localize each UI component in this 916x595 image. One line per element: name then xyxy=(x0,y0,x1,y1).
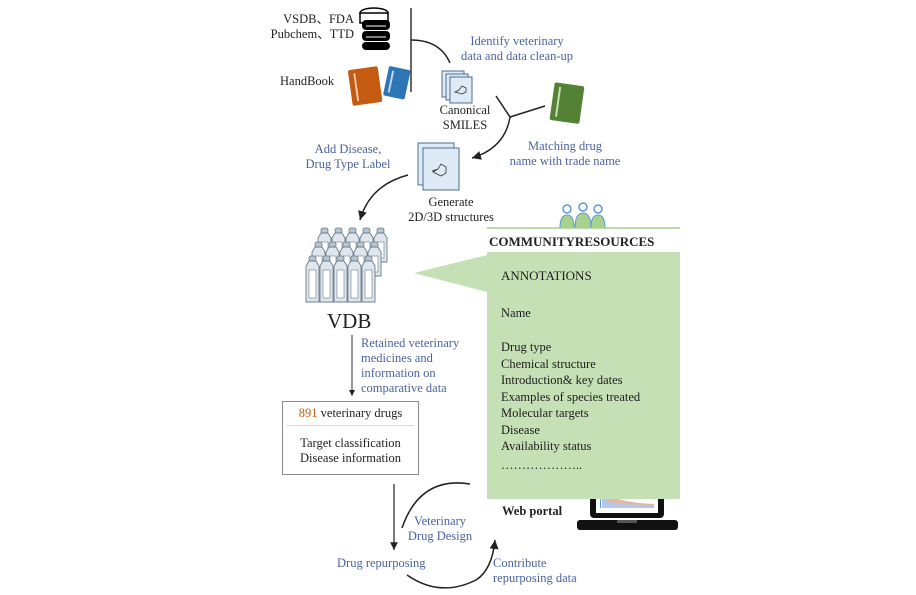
identify-line-2: data and data clean-up xyxy=(460,49,574,63)
community-resources-title: COMMUNITYRESOURCES xyxy=(489,234,655,249)
drug-count: 891 xyxy=(298,406,318,420)
retained-line-1: Retained veterinary xyxy=(361,336,460,350)
drug-count-line: 891 veterinary drugs xyxy=(287,406,414,426)
matching-line-2: name with trade name xyxy=(509,154,621,168)
retained-line-3: information on xyxy=(361,366,436,380)
structure-document-icon xyxy=(417,142,460,191)
add-label-line-2: Drug Type Label xyxy=(305,157,391,171)
contribute-line-1: Contribute xyxy=(493,556,547,570)
trade-name-book-icon xyxy=(549,82,585,124)
databases-line-1: VSDB、FDA xyxy=(283,12,354,26)
vdb-label: VDB xyxy=(327,309,372,333)
annotation-item: Chemical structure xyxy=(501,356,596,371)
drug-design-line-2: Drug Design xyxy=(407,529,473,543)
retained-line-4: comparative data xyxy=(361,381,447,395)
drug-summary-box: 891 veterinary drugs Target classificati… xyxy=(282,401,419,475)
vial xyxy=(319,255,334,303)
annotation-item: Availability status xyxy=(501,439,592,453)
canonical-line-1: Canonical xyxy=(439,103,491,117)
annotation-list: Drug type Chemical structure Introductio… xyxy=(501,339,640,473)
retained-line-2: medicines and xyxy=(361,351,433,365)
matching-line-1: Matching drug xyxy=(528,139,602,153)
flow-arrow-identify xyxy=(410,39,451,64)
generate-line-1: Generate xyxy=(428,195,474,209)
community-people-icon xyxy=(559,202,606,229)
vial xyxy=(305,255,320,303)
canonical-line-2: SMILES xyxy=(442,118,488,132)
databases-line-2: Pubchem、TTD xyxy=(270,27,354,41)
contribute-line-2: repurposing data xyxy=(493,571,577,585)
annotation-item: Disease xyxy=(501,422,540,437)
smiles-document-icon xyxy=(441,70,473,104)
cycle-arc-top xyxy=(401,482,471,529)
database-icon xyxy=(359,7,390,50)
callout-pointer xyxy=(414,255,487,292)
drug-repurposing-label: Drug repurposing xyxy=(337,556,426,570)
drug-design-line-1: Veterinary xyxy=(413,514,467,528)
generate-step-label: Generate 2D/3D structures xyxy=(396,195,506,225)
vial xyxy=(361,255,376,303)
annotation-item: Molecular targets xyxy=(501,406,589,420)
matching-step-label: Matching drug name with trade name xyxy=(500,139,630,169)
annotation-item: Examples of species treated xyxy=(501,389,641,404)
identify-step-label: Identify veterinary data and data clean-… xyxy=(452,34,582,64)
handbook-books-icon xyxy=(348,66,411,106)
contribute-label: Contribute repurposing data xyxy=(493,556,577,586)
identify-line-1: Identify veterinary xyxy=(470,34,564,48)
annotations-panel: ANNOTATIONS Name Drug type Chemical stru… xyxy=(487,252,680,499)
generate-line-2: 2D/3D structures xyxy=(408,210,494,224)
web-portal-label: Web portal xyxy=(502,504,563,518)
drug-design-label: Veterinary Drug Design xyxy=(405,514,475,544)
vials-icon xyxy=(305,227,388,303)
annotation-item: Drug type xyxy=(501,340,552,354)
drug-count-suffix: veterinary drugs xyxy=(317,406,403,420)
vial xyxy=(347,255,362,303)
annotations-title: ANNOTATIONS xyxy=(501,268,592,283)
canonical-smiles-label: Canonical SMILES xyxy=(427,103,503,133)
vial xyxy=(333,255,348,303)
flow-arrow-generate xyxy=(358,174,409,221)
retained-step-label: Retained veterinary medicines and inform… xyxy=(361,336,459,396)
database-sources-label: VSDB、FDA Pubchem、TTD xyxy=(262,12,354,42)
handbook-label: HandBook xyxy=(280,74,335,88)
annotation-item: Introduction& key dates xyxy=(501,373,623,387)
annotation-item: ……………….. xyxy=(501,457,583,472)
add-label-step-label: Add Disease, Drug Type Label xyxy=(298,142,398,172)
annotation-name: Name xyxy=(501,306,531,320)
disease-information-text: Disease information xyxy=(299,451,401,465)
cycle-arc-bottom xyxy=(406,539,499,589)
add-label-line-1: Add Disease, xyxy=(314,142,382,156)
flow-arrow-matching xyxy=(471,116,511,160)
target-classification-text: Target classification xyxy=(300,436,401,450)
